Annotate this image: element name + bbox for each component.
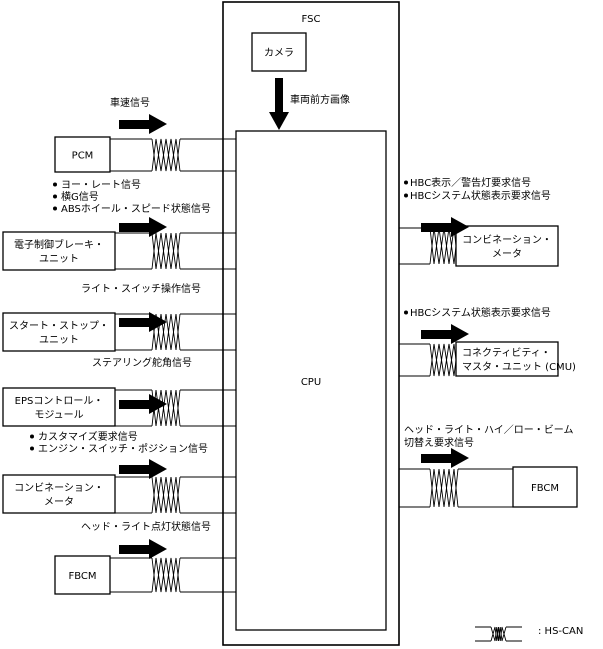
signal-label: 切替え要求信号 [404, 436, 474, 449]
module-box [455, 225, 559, 267]
signal-label: HBCシステム状態表示要求信号 [410, 306, 551, 319]
module-label: メータ [492, 248, 522, 260]
hs-can-twisted-pair [115, 232, 236, 270]
signal-label: HBCシステム状態表示要求信号 [410, 189, 551, 202]
left-module: EPSコントロール・モジュール ステアリング舵角信号 [2, 356, 236, 427]
signal-direction-arrow [119, 539, 167, 559]
module-box [2, 474, 116, 514]
fsc-title: FSC [302, 14, 321, 25]
module-label: マスタ・ユニット (CMU) [462, 361, 576, 373]
hs-can-twisted-pair [115, 313, 236, 351]
signal-direction-arrow [119, 394, 167, 414]
hs-can-twisted-pair [115, 389, 236, 427]
camera-box [251, 32, 307, 72]
signal-label: ステアリング舵角信号 [92, 356, 192, 369]
module-box [54, 555, 111, 595]
signal-direction-arrow [119, 312, 167, 332]
module-label: メータ [44, 496, 74, 508]
cpu-box [235, 130, 387, 631]
module-label: FBCM [68, 571, 96, 582]
hs-can-twisted-pair [110, 138, 236, 172]
signal-label: HBC表示／警告灯要求信号 [410, 176, 531, 189]
module-label: 電子制御ブレーキ・ [14, 238, 104, 251]
left-module: FBCM ヘッド・ライト点灯状態信号 [54, 520, 236, 595]
bullet-icon [30, 434, 34, 439]
module-label: モジュール [34, 410, 83, 421]
signal-label: ライト・スイッチ操作信号 [81, 282, 201, 295]
bullet-icon [404, 193, 408, 198]
module-label: FBCM [531, 483, 559, 494]
hs-can-twisted-pair [399, 343, 459, 377]
signal-label: ABSホイール・スピード状態信号 [61, 202, 211, 215]
module-box [455, 341, 559, 377]
module-box [2, 231, 116, 271]
signal-label: カスタマイズ要求信号 [38, 430, 138, 443]
bullet-icon [404, 310, 408, 315]
module-label: ユニット [39, 335, 79, 346]
module-box [512, 466, 578, 508]
legend-twisted-pair-icon [475, 626, 522, 642]
hs-can-twisted-pair [399, 227, 459, 265]
signal-label: ヘッド・ライト・ハイ／ロー・ビーム [404, 424, 574, 436]
right-module: コネクティビティ・マスタ・ユニット (CMU) HBCシステム状態表示要求信号 [399, 306, 576, 377]
bullet-icon [30, 446, 34, 451]
bullet-icon [53, 182, 57, 187]
module-label: コンビネーション・ [462, 234, 552, 246]
signal-label: ヨー・レート信号 [61, 179, 141, 191]
left-module: 電子制御ブレーキ・ユニット ヨー・レート信号横G信号ABSホイール・スピード状態信… [2, 179, 236, 271]
module-box [2, 387, 116, 427]
camera-signal-arrow [269, 78, 289, 130]
module-label: コンビネーション・ [14, 482, 104, 494]
signal-label: エンジン・スイッチ・ポジション信号 [38, 443, 208, 455]
signal-label: 横G信号 [61, 190, 99, 203]
hs-can-legend: : HS-CAN [475, 626, 583, 642]
camera-signal-label: 車両前方画像 [290, 93, 350, 106]
module-box [2, 312, 116, 352]
signal-direction-arrow [421, 324, 469, 344]
bullet-icon [53, 206, 57, 211]
signal-label: 車速信号 [110, 96, 150, 109]
bullet-icon [404, 180, 408, 185]
bullet-icon [53, 194, 57, 199]
module-label: ユニット [39, 254, 79, 265]
module-label: EPSコントロール・ [15, 396, 104, 407]
module-label: PCM [72, 151, 94, 162]
signal-direction-arrow [119, 114, 167, 134]
signal-direction-arrow [119, 217, 167, 237]
left-module: PCM 車速信号 [54, 96, 236, 173]
signal-direction-arrow [119, 459, 167, 479]
cpu-label: CPU [301, 377, 321, 388]
camera-label: カメラ [264, 47, 294, 59]
module-box [54, 136, 111, 173]
signal-direction-arrow [421, 448, 469, 468]
legend-label: : HS-CAN [538, 626, 583, 637]
signal-direction-arrow [421, 217, 469, 237]
left-module: スタート・ストップ・ユニット ライト・スイッチ操作信号 [2, 282, 236, 352]
signal-label: ヘッド・ライト点灯状態信号 [81, 520, 211, 533]
hs-can-twisted-pair [115, 476, 236, 514]
hs-can-twisted-pair [110, 557, 236, 593]
module-label: スタート・ストップ・ [9, 320, 109, 332]
module-label: コネクティビティ・ [462, 347, 551, 359]
hs-can-twisted-pair [399, 468, 513, 508]
